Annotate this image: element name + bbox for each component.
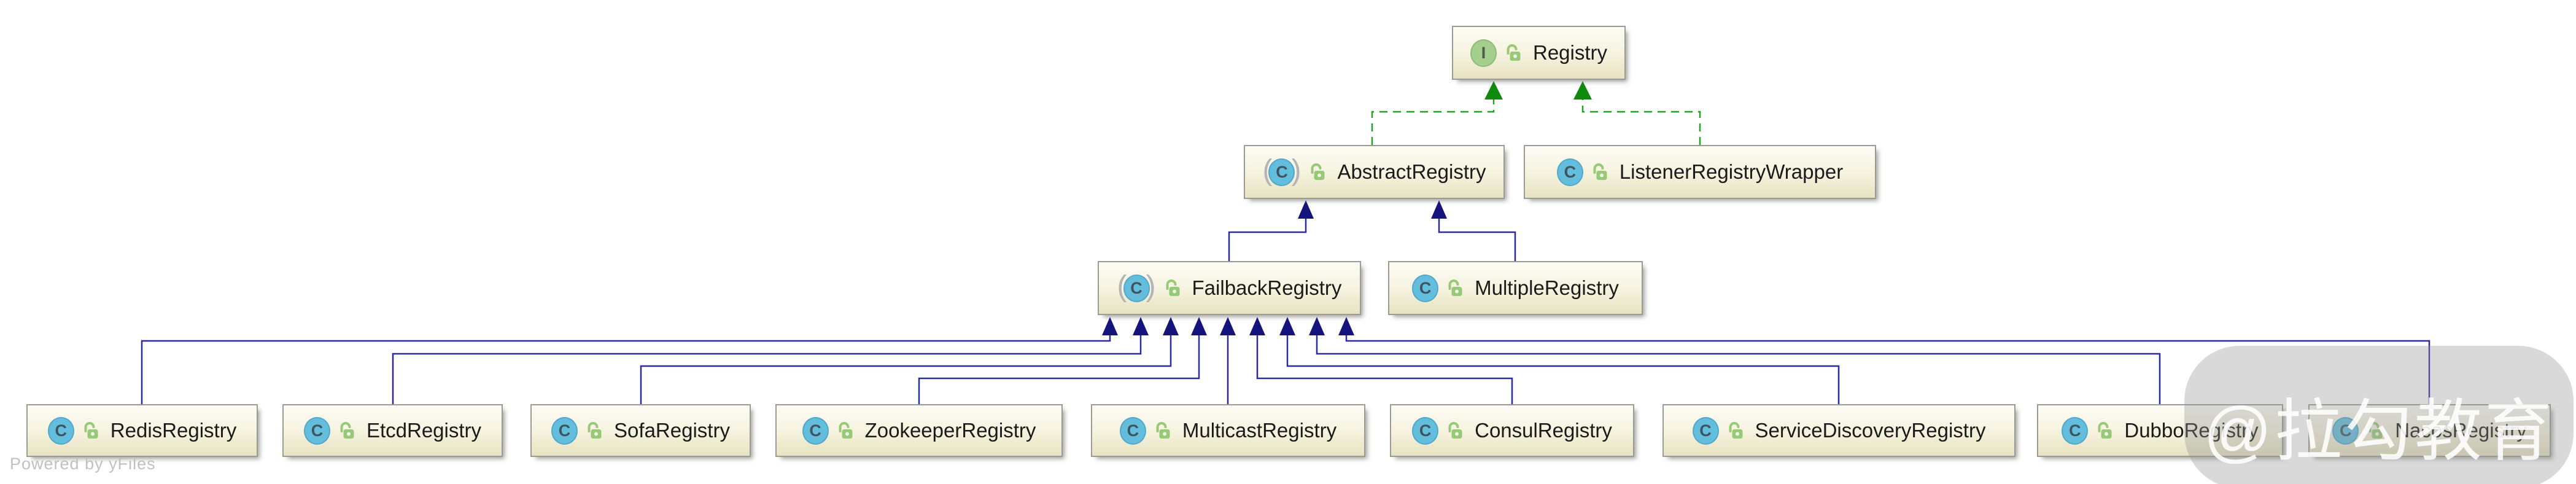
edge-listenerregistrywrapper-implements-registry (1573, 81, 1701, 145)
public-lock-icon (1156, 422, 1170, 439)
node-sofa-registry[interactable]: C SofaRegistry (530, 404, 751, 457)
node-label: MulticastRegistry (1182, 419, 1337, 442)
node-label: FailbackRegistry (1192, 276, 1342, 299)
edge-sofaregistry-extends-failbackregistry (640, 317, 1179, 404)
node-label: ListenerRegistryWrapper (1619, 160, 1844, 183)
edge-dubboregistry-extends-failbackregistry (1309, 317, 2161, 404)
edge-zookeeperregistry-extends-failbackregistry (918, 317, 1207, 404)
node-zookeeper-registry[interactable]: C ZookeeperRegistry (775, 404, 1063, 457)
node-registry[interactable]: I Registry (1452, 26, 1626, 80)
node-listener-registry-wrapper[interactable]: C ListenerRegistryWrapper (1524, 145, 1876, 199)
class-icon: C (47, 416, 74, 445)
node-abstract-registry[interactable]: C AbstractRegistry (1244, 145, 1505, 199)
class-icon: C (1556, 158, 1583, 186)
node-redis-registry[interactable]: C RedisRegistry (26, 404, 258, 457)
node-consul-registry[interactable]: C ConsulRegistry (1390, 404, 1634, 457)
node-nacos-registry[interactable]: C NacosRegistry (2308, 404, 2551, 457)
edge-multicastregistry-extends-failbackregistry (1220, 317, 1236, 404)
node-dubbo-registry[interactable]: C DubboRegistry (2037, 404, 2283, 457)
class-icon: C (2332, 416, 2359, 445)
node-label: MultipleRegistry (1475, 276, 1619, 299)
public-lock-icon (1593, 163, 1607, 180)
watermark-badge: @拉勾教育 (2184, 346, 2574, 484)
node-etcd-registry[interactable]: C EtcdRegistry (282, 404, 503, 457)
class-icon: C (303, 416, 330, 445)
public-lock-icon (2098, 422, 2112, 439)
public-lock-icon (1448, 279, 1462, 296)
abstract-class-icon: C (1117, 271, 1156, 305)
node-label: AbstractRegistry (1337, 160, 1486, 183)
class-icon: C (1412, 274, 1439, 302)
public-lock-icon (1311, 163, 1325, 180)
node-label: EtcdRegistry (366, 419, 482, 442)
public-lock-icon (84, 422, 98, 439)
edge-failbackregistry-extends-abstractregistry (1228, 200, 1314, 261)
node-label: ServiceDiscoveryRegistry (1755, 419, 1986, 442)
class-icon: C (551, 416, 578, 445)
edge-redisregistry-extends-failbackregistry (141, 317, 1118, 404)
watermark-text: @拉勾教育 (2203, 394, 2555, 469)
yfiles-attribution: Powered by yFiles (10, 455, 156, 473)
class-icon: C (1412, 416, 1439, 445)
class-icon: C (2062, 416, 2089, 445)
node-label: SofaRegistry (614, 419, 730, 442)
edge-multipleregistry-extends-abstractregistry (1431, 200, 1516, 261)
node-label: ZookeeperRegistry (864, 419, 1036, 442)
edge-abstractregistry-implements-registry (1371, 81, 1503, 145)
public-lock-icon (1166, 279, 1180, 296)
class-icon: C (802, 416, 829, 445)
node-failback-registry[interactable]: C FailbackRegistry (1098, 261, 1361, 315)
class-icon: C (1119, 416, 1146, 445)
edge-nacosregistry-extends-failbackregistry (1338, 317, 2431, 404)
public-lock-icon (839, 422, 853, 439)
node-multicast-registry[interactable]: C MulticastRegistry (1091, 404, 1365, 457)
public-lock-icon (1729, 422, 1743, 439)
node-label: RedisRegistry (110, 419, 237, 442)
class-icon: C (1692, 416, 1719, 445)
edge-etcdregistry-extends-failbackregistry (392, 317, 1149, 404)
node-service-discovery-registry[interactable]: C ServiceDiscoveryRegistry (1662, 404, 2015, 457)
node-multiple-registry[interactable]: C MultipleRegistry (1388, 261, 1643, 315)
public-lock-icon (340, 422, 354, 439)
node-label: DubboRegistry (2124, 419, 2259, 442)
node-label: ConsulRegistry (1475, 419, 1612, 442)
abstract-class-icon: C (1262, 155, 1301, 189)
node-label: Registry (1532, 41, 1608, 64)
edge-servicediscoveryregistry-extends-failbackregistry (1279, 317, 1840, 404)
public-lock-icon (588, 422, 602, 439)
public-lock-icon (1507, 44, 1521, 61)
edge-consulregistry-extends-failbackregistry (1249, 317, 1513, 404)
public-lock-icon (2368, 422, 2383, 439)
node-label: NacosRegistry (2395, 419, 2527, 442)
public-lock-icon (1448, 422, 1462, 439)
interface-icon: I (1470, 39, 1497, 67)
